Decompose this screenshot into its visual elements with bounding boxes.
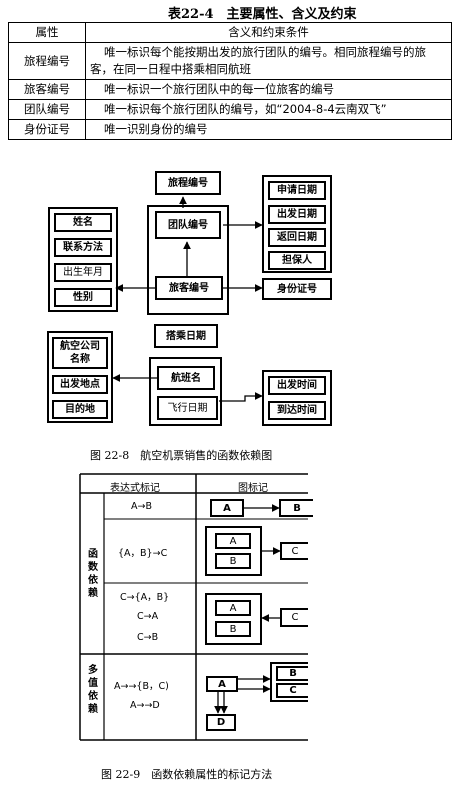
fig9-caption: 图 22-9 函数依赖属性的标记方法 [101,768,273,781]
fig8-caption: 图 22-8 航空机票销售的函数依赖图 [90,449,273,462]
flight-name-node: 航班名 [157,366,215,390]
expr-row4-a: A→→{B，C) [114,681,169,692]
fig9-header-expr: 表达式标记 [110,483,160,494]
flight-frame [149,357,222,426]
row-attr: 旅程编号 [8,42,86,80]
expr-row2: {A，B}→C [118,548,168,559]
expr-row4-b: A→→D [130,700,160,711]
birth-node: 出生年月 [54,263,112,282]
boarding-date-node: 搭乘日期 [154,324,218,348]
box-a: A [210,499,244,517]
expr-row3-b: C→A [137,611,159,622]
expr-row3-a: C→{A，B} [120,592,170,603]
person-attr-group [48,207,118,312]
box-b: B [276,666,308,681]
expr-row1: A→B [131,501,152,512]
ab-group-frame [205,526,262,576]
origin-node: 出发地点 [52,375,108,394]
table-row: 旅程编号 唯一标识每个能按期出发的旅行团队的编号。相同旅程编号的旅客，在同一日程… [8,42,452,80]
table-row: 团队编号 唯一标识每个旅行团队的编号，如“2004-8-4云南双飞” [8,99,452,120]
header-meaning: 含义和约束条件 [85,22,452,43]
fd-group-label: 函数依赖 [88,549,98,599]
contact-node: 联系方法 [54,238,112,257]
destination-node: 目的地 [52,400,108,419]
team-number-node: 团队编号 [155,211,221,239]
table-row: 身份证号 唯一识别身份的编号 [8,119,452,140]
depart-time-node: 出发时间 [268,376,326,395]
table-header-row: 属性 含义和约束条件 [8,22,452,43]
airline-attr-group [47,331,113,423]
table-title: 表22-4 主要属性、含义及约束 [168,7,357,22]
guarantor-node: 担保人 [268,251,326,270]
box-c: C [276,683,308,698]
id-number-node: 身份证号 [262,278,332,300]
return-date-node: 返回日期 [268,228,326,247]
expr-row3-c: C→B [137,632,159,643]
fig9-header-graph: 图标记 [238,483,268,494]
flight-date-node: 飞行日期 [157,396,218,420]
gender-node: 性别 [54,288,112,307]
ab-group-frame [205,593,262,645]
box-b: B [215,553,251,569]
box-c: C [280,542,308,560]
box-c: C [280,608,308,627]
center-frame [147,205,229,315]
passenger-number-node: 旅客编号 [155,276,223,300]
row-meaning: 唯一标识每个能按期出发的旅行团队的编号。相同旅程编号的旅客，在同一日程中搭乘相同… [85,42,452,80]
time-attr-group [262,370,332,426]
airline-name-node: 航空公司名称 [52,337,108,369]
row-attr: 旅客编号 [8,79,86,100]
row-meaning: 唯一识别身份的编号 [85,119,452,140]
trip-number-node: 旅程编号 [155,171,221,195]
box-d: D [206,714,236,731]
box-b: B [279,499,313,517]
apply-date-node: 申请日期 [268,181,326,200]
mvd-group-label: 多值依赖 [88,665,98,715]
box-a: A [215,600,251,616]
arrive-time-node: 到达时间 [268,401,326,420]
box-a: A [215,533,251,549]
depart-date-node: 出发日期 [268,205,326,224]
trip-attr-group [262,175,332,273]
box-a: A [206,676,238,692]
attribute-table: 属性 含义和约束条件 旅程编号 唯一标识每个能按期出发的旅行团队的编号。相同旅程… [8,22,452,140]
name-node: 姓名 [54,213,112,232]
row-attr: 身份证号 [8,119,86,140]
box-b: B [215,621,251,637]
bc-group-frame [270,662,308,702]
